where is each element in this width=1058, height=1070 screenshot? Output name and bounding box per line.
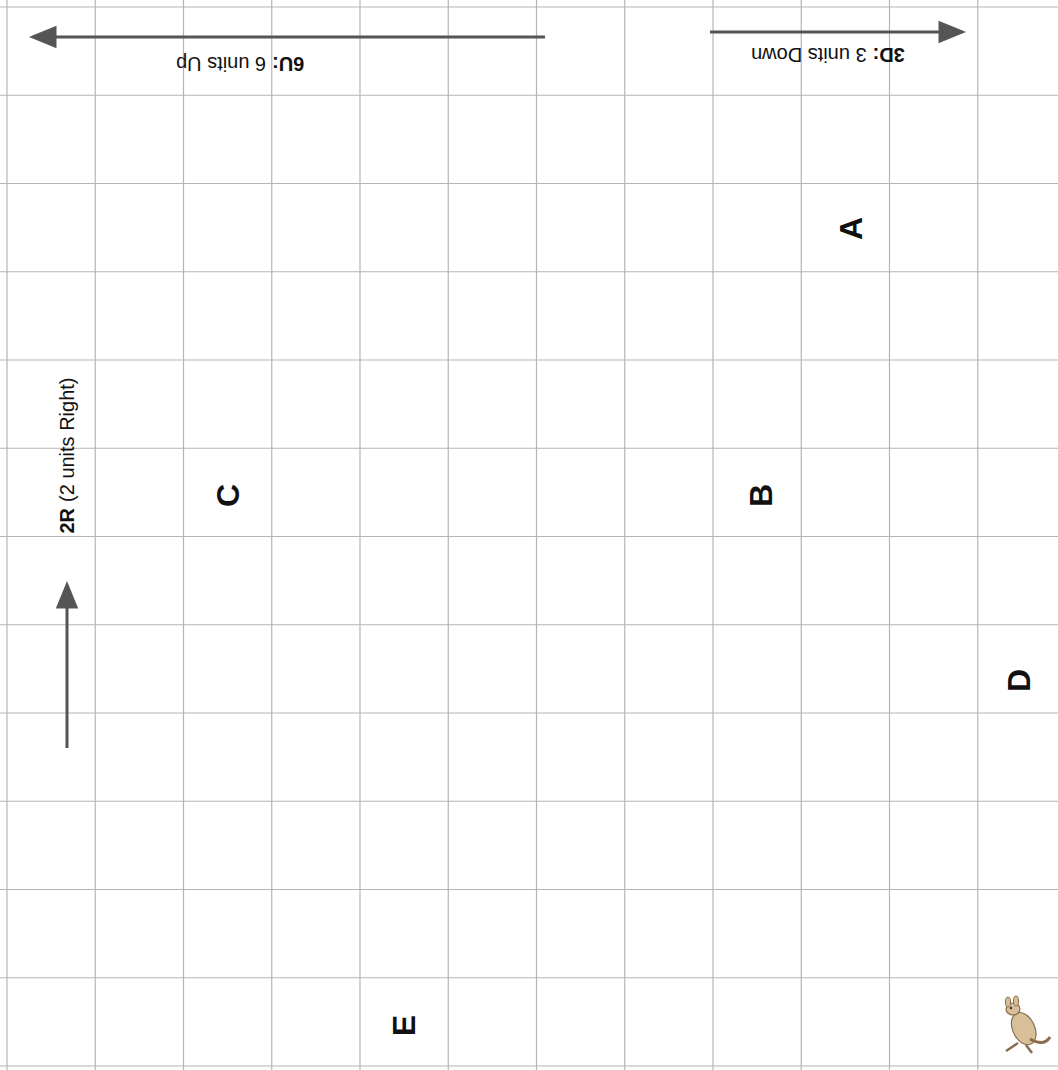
grid-line (0, 448, 1058, 449)
direction-label: 2R (56, 507, 78, 533)
grid-line (0, 977, 1058, 978)
arrow-line (50, 36, 545, 39)
point-label-group: B (743, 483, 780, 506)
grid-line (271, 0, 272, 1070)
arrow-line (66, 602, 69, 748)
grid-line (448, 0, 449, 1070)
grid-line (0, 271, 1058, 272)
arrow-line (710, 31, 945, 34)
point-label: A (833, 216, 869, 239)
direction-label-group: 6U: 6 units Up (176, 52, 304, 75)
grid-line (0, 95, 1058, 96)
grid-line (0, 183, 1058, 184)
grid-line (0, 624, 1058, 625)
grid-line (624, 0, 625, 1070)
grid-line (0, 712, 1058, 713)
direction-label: (2 units Right) (56, 377, 78, 502)
point-label: B (743, 483, 779, 506)
grid-line (977, 0, 978, 1070)
direction-label: 6 units Up (176, 53, 266, 75)
direction-label: 3D: (873, 44, 905, 66)
direction-label-group: 3D: 3 units Down (751, 43, 905, 66)
grid-line (889, 0, 890, 1070)
grid-line (0, 536, 1058, 537)
arrow-head (58, 585, 76, 607)
grid-line (0, 801, 1058, 802)
grid-line (536, 0, 537, 1070)
kangaroo-icon (1006, 996, 1051, 1053)
grid-line (183, 0, 184, 1070)
point-label-group: C (210, 483, 247, 506)
direction-label: 3 units Down (751, 44, 867, 66)
grid-line (0, 359, 1058, 360)
direction-label: 6U: (272, 53, 304, 75)
grid-line (712, 0, 713, 1070)
grid-line (801, 0, 802, 1070)
grid-line (0, 1065, 1058, 1066)
point-label: C (210, 483, 246, 506)
grid-line (0, 6, 1058, 7)
arrow-head (940, 23, 962, 41)
arrow-head (33, 28, 55, 46)
direction-arrows (33, 23, 962, 748)
grid-line (359, 0, 360, 1070)
point-label: E (387, 1014, 423, 1035)
grid-line (6, 0, 7, 1070)
grid-line (95, 0, 96, 1070)
point-label-group: E (387, 1014, 424, 1035)
point-label: D (1001, 668, 1037, 691)
point-label-group: D (1001, 668, 1038, 691)
grid-line (0, 889, 1058, 890)
direction-label-group: 2R (2 units Right) (56, 377, 79, 533)
point-label-group: A (833, 216, 870, 239)
